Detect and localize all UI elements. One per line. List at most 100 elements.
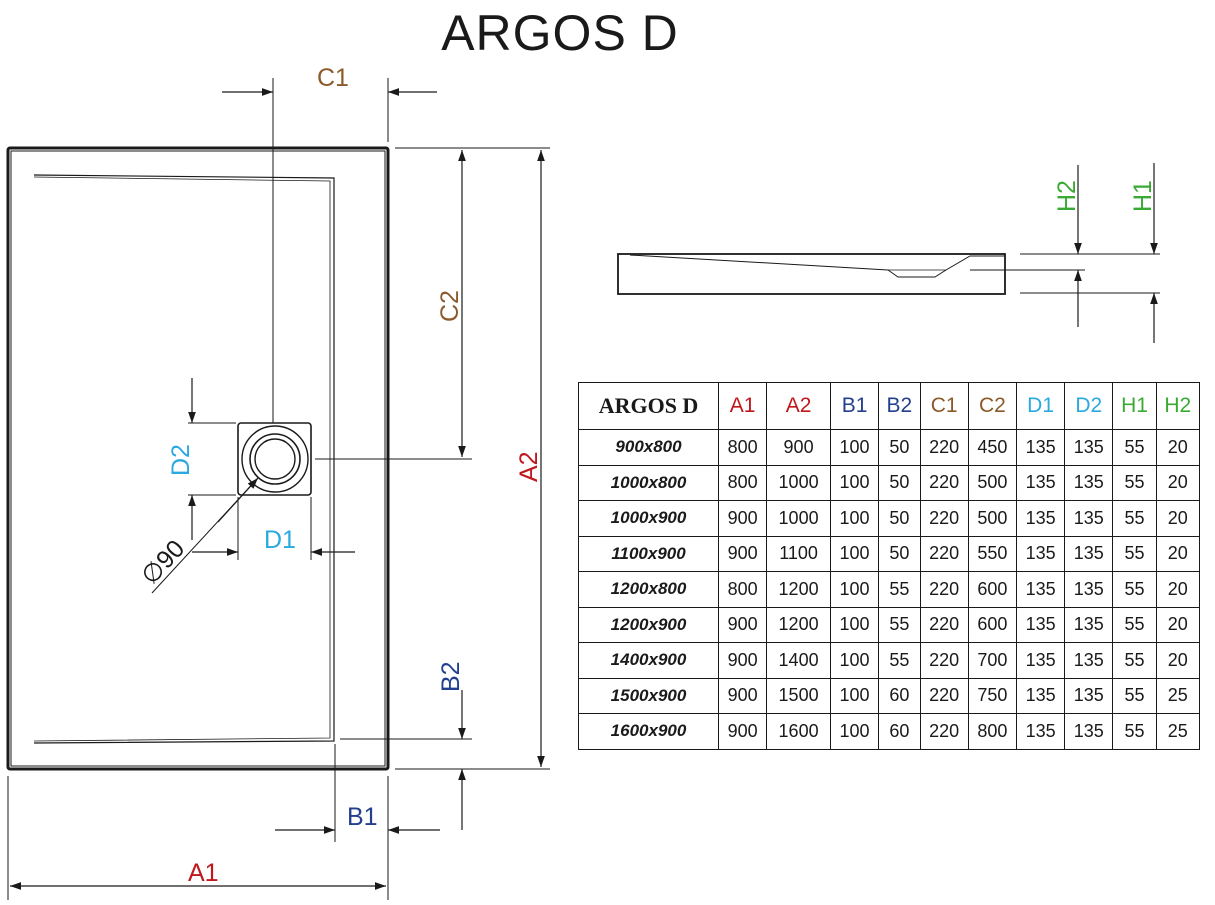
table-cell-b1: 100	[829, 429, 880, 466]
table-cell-h2: 25	[1155, 677, 1201, 714]
table-cell-model: 1200x900	[578, 606, 719, 643]
table-cell-b2: 50	[878, 500, 921, 537]
table-cell-c2: 800	[967, 713, 1017, 750]
table-header-b1: B1	[829, 382, 880, 430]
table-cell-d1: 135	[1015, 677, 1066, 714]
table-cell-h1: 55	[1112, 429, 1157, 466]
label-D2: D2	[167, 444, 195, 476]
table-cell-model: 1000x900	[578, 500, 719, 537]
table-cell-h2: 20	[1155, 464, 1201, 501]
table-cell-a1: 900	[717, 500, 768, 537]
table-cell-b1: 100	[829, 713, 880, 750]
table-cell-h1: 55	[1112, 500, 1157, 537]
table-cell-h2: 20	[1155, 429, 1201, 466]
label-D1: D1	[264, 526, 296, 554]
table-cell-a2: 1000	[766, 464, 831, 501]
table-cell-c2: 550	[967, 535, 1017, 572]
label-H1: H1	[1129, 180, 1157, 212]
table-cell-c2: 600	[967, 571, 1017, 608]
table-cell-model: 900x800	[578, 429, 719, 466]
table-cell-d1: 135	[1015, 464, 1066, 501]
table-cell-h1: 55	[1112, 606, 1157, 643]
table-cell-b1: 100	[829, 500, 880, 537]
table-cell-b1: 100	[829, 606, 880, 643]
table-header-c1: C1	[919, 382, 969, 430]
table-cell-b1: 100	[829, 571, 880, 608]
label-diameter: ∅90	[136, 535, 190, 590]
plan-labels: C1 C2 A2 B2 B1 A1 D2 D1 ∅90	[136, 64, 543, 887]
table-cell-a1: 900	[717, 642, 768, 679]
table-cell-a1: 900	[717, 713, 768, 750]
table-cell-d2: 135	[1064, 642, 1114, 679]
tray-section	[617, 253, 1006, 295]
section-dimensions	[970, 163, 1160, 343]
table-cell-a2: 1500	[766, 677, 831, 714]
table-cell-c2: 500	[967, 464, 1017, 501]
table-cell-d1: 135	[1015, 500, 1066, 537]
table-cell-a1: 900	[717, 606, 768, 643]
table-cell-h1: 55	[1112, 571, 1157, 608]
table-header-d2: D2	[1064, 382, 1114, 430]
label-A1: A1	[188, 859, 219, 887]
label-A2: A2	[515, 451, 543, 482]
table-cell-c1: 220	[919, 464, 969, 501]
table-cell-a2: 900	[766, 429, 831, 466]
table-header-b2: B2	[878, 382, 921, 430]
table-cell-b2: 50	[878, 535, 921, 572]
table-cell-c2: 500	[967, 500, 1017, 537]
dimension-lines	[10, 88, 545, 890]
table-cell-b2: 55	[878, 606, 921, 643]
table-cell-a2: 1200	[766, 571, 831, 608]
table-cell-c2: 450	[967, 429, 1017, 466]
table-cell-h2: 20	[1155, 500, 1201, 537]
table-cell-c2: 700	[967, 642, 1017, 679]
table-cell-d2: 135	[1064, 606, 1114, 643]
table-cell-a2: 1600	[766, 713, 831, 750]
table-header-a1: A1	[717, 382, 768, 430]
label-B2: B2	[437, 661, 465, 692]
table-cell-d2: 135	[1064, 464, 1114, 501]
table-cell-a1: 800	[717, 429, 768, 466]
label-B1: B1	[347, 803, 378, 831]
diagram-title: ARGOS D	[441, 5, 679, 61]
table-cell-model: 1000x800	[578, 464, 719, 501]
table-cell-d2: 135	[1064, 571, 1114, 608]
label-C1: C1	[317, 64, 349, 92]
table-header-a2: A2	[766, 382, 831, 430]
table-header-c2: C2	[967, 382, 1017, 430]
table-cell-d1: 135	[1015, 535, 1066, 572]
table-cell-h2: 20	[1155, 571, 1201, 608]
label-H2: H2	[1053, 180, 1081, 212]
table-cell-a1: 900	[717, 535, 768, 572]
table-cell-h2: 25	[1155, 713, 1201, 750]
table-cell-c1: 220	[919, 429, 969, 466]
extension-lines	[7, 78, 550, 900]
table-cell-a1: 800	[717, 571, 768, 608]
table-cell-d1: 135	[1015, 606, 1066, 643]
table-cell-a2: 1000	[766, 500, 831, 537]
drain-cover	[237, 422, 312, 496]
table-corner-label: ARGOS D	[578, 382, 719, 430]
table-cell-h2: 20	[1155, 535, 1201, 572]
table-cell-h1: 55	[1112, 642, 1157, 679]
table-cell-model: 1100x900	[578, 535, 719, 572]
table-cell-model: 1200x800	[578, 571, 719, 608]
table-cell-d1: 135	[1015, 713, 1066, 750]
table-cell-a2: 1400	[766, 642, 831, 679]
table-cell-b1: 100	[829, 464, 880, 501]
table-cell-d1: 135	[1015, 571, 1066, 608]
table-cell-c1: 220	[919, 713, 969, 750]
table-cell-b2: 60	[878, 677, 921, 714]
table-cell-c2: 750	[967, 677, 1017, 714]
dim-diameter-leader	[217, 477, 259, 523]
table-cell-d1: 135	[1015, 429, 1066, 466]
table-cell-a2: 1100	[766, 535, 831, 572]
